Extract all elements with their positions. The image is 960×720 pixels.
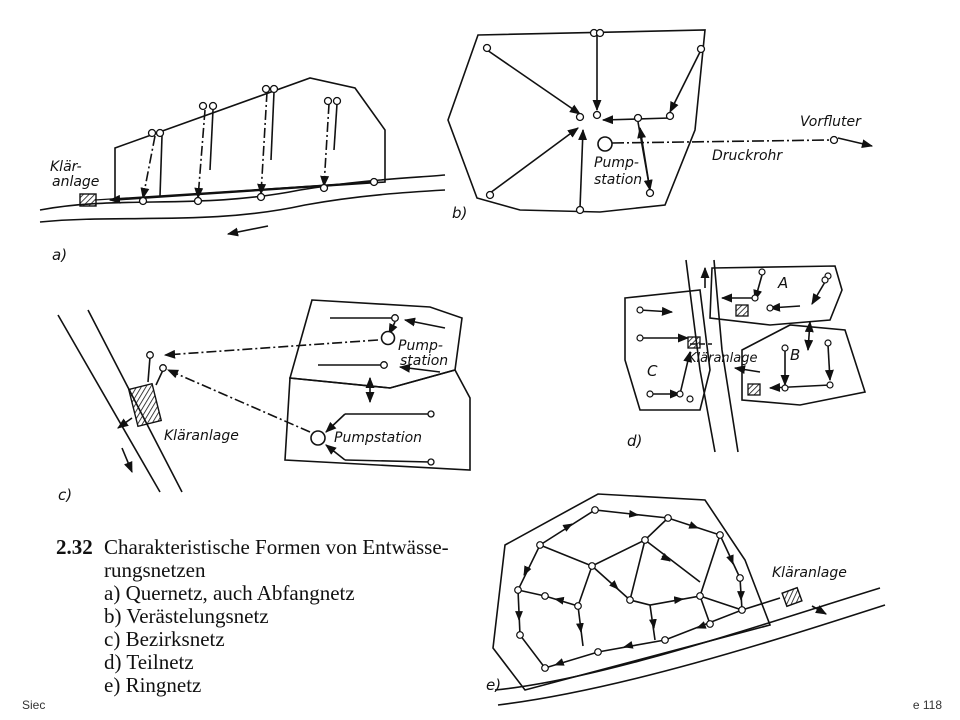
panel-a-river-bank-lower <box>39 189 446 223</box>
panel-c-pump-lower <box>310 430 326 446</box>
panel-b-pump-label-2: station <box>594 172 642 188</box>
panel-a-plant-label-2: anlage <box>52 174 99 190</box>
panel-a-branch-3 <box>257 91 268 196</box>
panel-d-teilnetz <box>624 259 867 453</box>
caption-title-line-2: rungsnetzen <box>104 558 206 582</box>
caption-list: rungsnetzen a) Quernetz, auch Abfangnetz… <box>56 559 496 697</box>
panel-b-pump-label-1: Pump- <box>594 155 639 171</box>
panel-b-boundary <box>447 29 706 213</box>
panel-e-river-bank-upper <box>494 587 881 691</box>
panel-d-plant-b <box>747 383 761 396</box>
panel-a-flow-arrow <box>226 225 269 237</box>
panel-b-outfall-label: Vorfluter <box>800 114 862 130</box>
caption-item-d: d) Teilnetz <box>104 650 194 674</box>
panel-a-branch-3b <box>270 91 275 161</box>
panel-b-outfall-arrow <box>837 137 874 149</box>
panel-c-district-lower <box>284 369 471 471</box>
panel-d-zone-c-label: C <box>647 362 658 380</box>
panel-a-branch-1b <box>159 135 163 197</box>
panel-d-road-right <box>713 259 739 453</box>
panel-b-pressure-main <box>611 139 831 144</box>
panel-d-plant-label: Kläranlage <box>688 351 757 366</box>
panel-b-pump-station <box>597 136 613 152</box>
panel-c-pump-upper <box>380 330 396 346</box>
figure-caption: 2.32 Charakteristische Formen von Entwäs… <box>56 536 496 697</box>
caption-item-c: c) Bezirksnetz <box>104 627 225 651</box>
panel-a-tag: a) <box>52 246 67 264</box>
panel-c-pump-lower-label: Pumpstation <box>334 430 422 446</box>
panel-a-plant-label-1: Klär- <box>50 159 82 175</box>
panel-a-quernetz <box>39 77 446 237</box>
caption-number: 2.32 <box>56 535 93 559</box>
panel-e-plant-label: Kläranlage <box>772 565 847 581</box>
footer-page-number: e 118 <box>912 698 942 712</box>
panel-a-branch-2b <box>209 109 214 171</box>
panel-a-boundary <box>114 77 386 201</box>
footer-left-text: Siec <box>22 698 46 712</box>
caption-title-row: 2.32 Charakteristische Formen von Entwäs… <box>56 536 496 559</box>
panel-c-bezirksnetz <box>57 299 471 493</box>
panel-b-veraestelungsnetz <box>447 28 874 215</box>
panel-a-branch-4b <box>333 103 338 151</box>
panel-d-zone-b-label: B <box>790 346 800 364</box>
panel-b-tag: b) <box>452 204 467 222</box>
panel-a-manholes <box>138 84 379 206</box>
caption-item-a: a) Quernetz, auch Abfangnetz <box>104 581 355 605</box>
panel-e-river-bank-lower <box>497 604 886 706</box>
panel-c-plant-label: Kläranlage <box>164 428 239 444</box>
panel-a-branch-2 <box>194 109 206 200</box>
panel-d-tag: d) <box>627 432 642 450</box>
panel-a-treatment-plant <box>79 193 97 207</box>
panel-e-ringnetz <box>492 493 886 706</box>
panel-a-branch-4 <box>320 103 330 188</box>
panel-d-zone-b <box>741 324 867 406</box>
panel-d-plant-a <box>735 304 749 317</box>
panel-c-pump-upper-label-2: station <box>400 353 448 369</box>
panel-c-tag: c) <box>58 486 72 504</box>
panel-a-collector <box>108 181 373 204</box>
panel-d-plant-c <box>687 336 701 349</box>
panel-d-zone-a <box>709 265 843 326</box>
panel-d-zone-c <box>624 289 711 411</box>
panel-c-river-bank-left <box>57 314 161 493</box>
panel-e-boundary <box>492 493 772 691</box>
panel-e-tag: e) <box>486 676 501 694</box>
panel-b-pressure-main-label: Druckrohr <box>712 148 783 164</box>
panel-d-zone-a-label: A <box>777 274 788 292</box>
panel-c-treatment-plant <box>127 382 163 428</box>
caption-title-line-1: Charakteristische Formen von Entwässe- <box>104 535 449 559</box>
caption-item-b: b) Verästelungsnetz <box>104 604 269 628</box>
panel-c-pump-upper-label-1: Pump- <box>398 338 443 354</box>
panel-e-ring-main <box>517 509 743 669</box>
panel-a-river-bank-upper <box>39 174 446 211</box>
panel-d-road-left <box>685 259 716 453</box>
panel-e-treatment-plant <box>781 586 803 608</box>
caption-item-e: e) Ringnetz <box>104 673 202 697</box>
panel-a-branch-1 <box>140 135 156 200</box>
